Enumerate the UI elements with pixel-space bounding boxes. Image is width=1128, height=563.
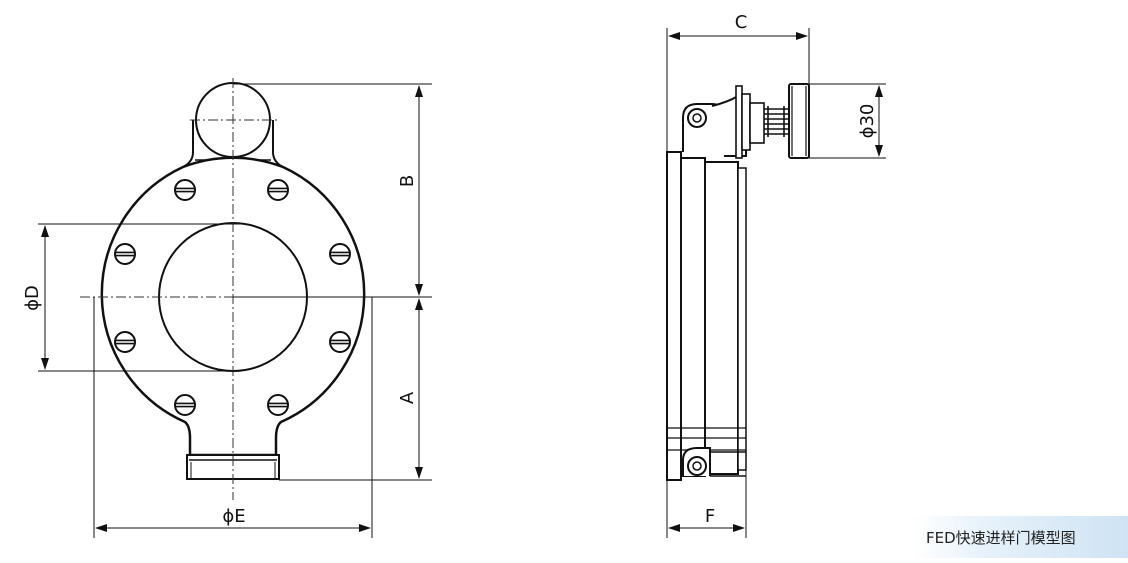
dim-label-f: F bbox=[705, 506, 715, 527]
screw-icon bbox=[329, 243, 351, 265]
screw-icon bbox=[267, 394, 289, 416]
dim-label-d: ϕD bbox=[22, 285, 43, 311]
screw-icon bbox=[114, 331, 136, 353]
screw-icon bbox=[174, 394, 196, 416]
screw-icon bbox=[174, 179, 196, 201]
dim-label-b: B bbox=[397, 175, 418, 187]
dim-label-c: C bbox=[735, 12, 748, 33]
side-view bbox=[666, 83, 810, 481]
dim-label-e: ϕE bbox=[222, 506, 245, 527]
caption-text: FED快速进样门模型图 bbox=[926, 529, 1076, 547]
dim-label-a: A bbox=[397, 391, 418, 404]
screw-icon bbox=[267, 179, 289, 201]
screw-icon bbox=[114, 243, 136, 265]
side-dimensions bbox=[666, 28, 886, 538]
caption-banner: FED快速进样门模型图 bbox=[912, 516, 1128, 558]
screw-icon bbox=[329, 331, 351, 353]
dim-label-dia30: ϕ30 bbox=[857, 104, 878, 139]
front-dimensions bbox=[38, 83, 432, 538]
front-view bbox=[80, 78, 370, 500]
